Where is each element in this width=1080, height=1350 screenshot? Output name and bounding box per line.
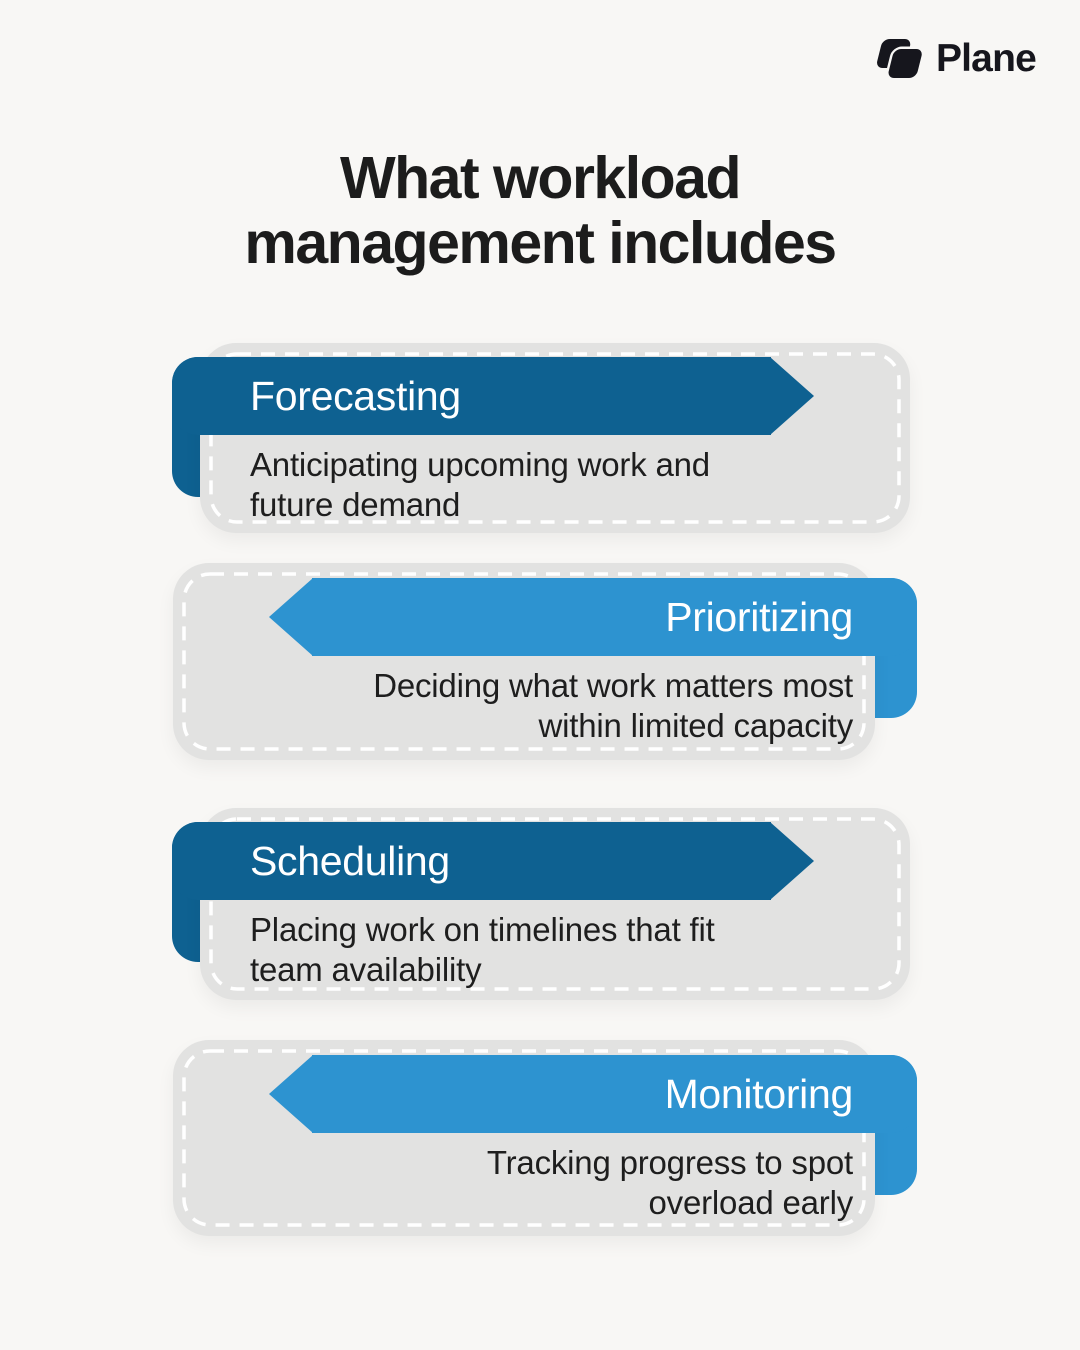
card-description: Anticipating upcoming work and future de… <box>250 446 710 524</box>
card-monitoring: Tracking progress to spot overload early… <box>173 1040 917 1236</box>
card-prioritizing: Deciding what work matters most within l… <box>173 563 917 760</box>
arrow-left-icon <box>269 1055 313 1133</box>
card-title: Scheduling <box>250 837 450 884</box>
card-banner: Forecasting <box>172 357 814 435</box>
plane-logo-icon <box>876 39 925 81</box>
card-scheduling: Placing work on timelines that fit team … <box>172 808 913 1000</box>
arrow-right-icon <box>770 357 814 435</box>
card-title: Prioritizing <box>665 593 853 640</box>
card-title: Monitoring <box>664 1070 854 1117</box>
card-banner: Prioritizing <box>269 578 917 656</box>
card-description: Deciding what work matters most within l… <box>373 667 853 745</box>
card-description: Placing work on timelines that fit team … <box>250 911 715 989</box>
brand-name: Plane <box>935 37 1037 80</box>
arrow-left-icon <box>269 578 313 656</box>
arrow-right-icon <box>770 822 814 900</box>
card-title: Forecasting <box>250 372 461 419</box>
card-forecasting: Anticipating upcoming work and future de… <box>172 343 913 533</box>
card-banner: Monitoring <box>269 1055 917 1133</box>
page-title: What workload management includes <box>244 145 837 276</box>
card-description: Tracking progress to spot overload early <box>486 1144 853 1222</box>
brand-logo: Plane <box>870 34 1037 84</box>
card-banner: Scheduling <box>172 822 814 900</box>
